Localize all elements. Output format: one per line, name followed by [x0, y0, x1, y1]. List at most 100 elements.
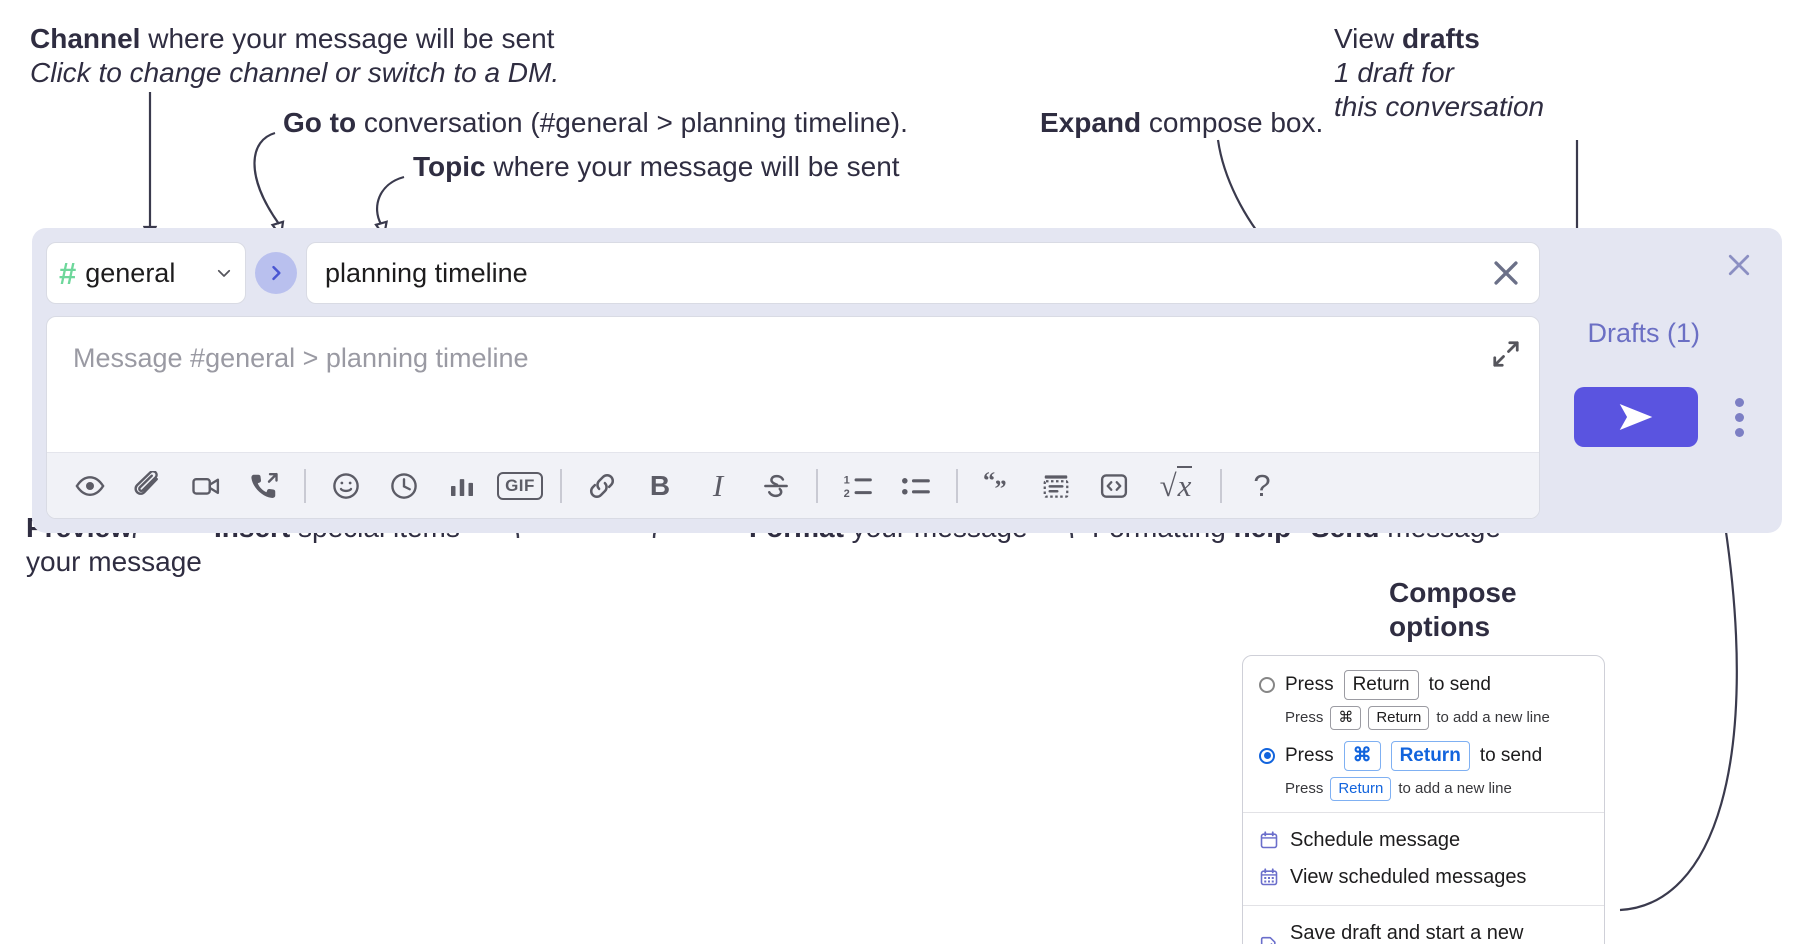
code-block-button[interactable] — [1034, 464, 1078, 508]
key-return-sub-2: Return — [1330, 776, 1392, 801]
key-return-2: Return — [1390, 740, 1470, 771]
record-audio-clip-button[interactable] — [242, 464, 286, 508]
schedule-message-label: Schedule message — [1290, 828, 1461, 851]
go-to-conversation-button[interactable] — [255, 252, 297, 294]
emoji-button[interactable] — [324, 464, 368, 508]
sub2-suffix: to add a new line — [1398, 780, 1512, 798]
sub-prefix: Press — [1285, 709, 1324, 727]
gif-icon: GIF — [497, 471, 543, 500]
schedule-message-item[interactable]: Schedule message — [1243, 822, 1604, 859]
bold-icon: B — [649, 469, 671, 501]
schedule-later-button[interactable] — [382, 464, 426, 508]
hash-icon: # — [59, 255, 77, 291]
view-scheduled-messages-label: View scheduled messages — [1290, 865, 1527, 888]
annotation-compose-bold2: options — [1389, 611, 1491, 643]
paperclip-icon — [134, 470, 158, 495]
channel-selector[interactable]: # general — [46, 242, 246, 304]
save-draft-label: Save draft and start a new message — [1290, 921, 1524, 944]
annotation-expand-bold: Expand — [1040, 107, 1142, 138]
option-press-return-to-send[interactable]: Press Return to send — [1243, 666, 1604, 704]
clear-topic-icon[interactable] — [1489, 256, 1523, 290]
option-prefix: Press — [1285, 673, 1334, 695]
record-video-clip-button[interactable] — [184, 464, 228, 508]
annotation-topic-bold: Topic — [413, 151, 486, 182]
view-scheduled-messages-item[interactable]: View scheduled messages — [1243, 859, 1604, 896]
create-poll-button[interactable] — [440, 464, 484, 508]
annotation-drafts-italic2: this conversation — [1334, 91, 1545, 123]
document-check-icon — [1260, 936, 1276, 944]
message-input-area[interactable]: Message #general > planning timeline — [46, 316, 1540, 519]
preview-message-button[interactable] — [68, 464, 112, 508]
key-return: Return — [1343, 670, 1419, 700]
annotation-goto: Go to conversation (#general > planning … — [283, 106, 908, 140]
svg-text:1: 1 — [844, 474, 850, 486]
chevron-down-icon — [217, 269, 231, 277]
annotation-drafts-bold: drafts — [1401, 23, 1480, 54]
option-suffix: to send — [1428, 673, 1491, 695]
attach-file-button[interactable] — [126, 464, 170, 508]
expand-compose-button[interactable] — [1491, 339, 1521, 369]
message-placeholder: Message #general > planning timeline — [73, 343, 529, 373]
radio-return[interactable] — [1259, 676, 1275, 693]
annotation-compose-bold1: Compose — [1389, 577, 1517, 608]
inline-code-button[interactable] — [1092, 464, 1136, 508]
send-message-button[interactable] — [1574, 387, 1698, 447]
compose-inner: # general planning timeline — [46, 242, 1540, 519]
strikethrough-button[interactable] — [754, 464, 798, 508]
eye-icon — [75, 475, 105, 496]
annotation-drafts-italic1: 1 draft for — [1334, 57, 1454, 89]
question-mark-icon: ? — [1253, 467, 1271, 503]
bold-button[interactable]: B — [638, 464, 682, 508]
strikethrough-icon — [764, 474, 788, 497]
link-icon — [589, 473, 615, 498]
ordered-list-button[interactable]: 1 2 — [836, 464, 880, 508]
annotation-goto-bold: Go to — [283, 107, 357, 138]
italic-button[interactable]: I — [696, 464, 740, 508]
radio-cmd-return[interactable] — [1259, 747, 1275, 764]
annotation-channel-italic: Click to change channel or switch to a D… — [30, 57, 560, 89]
quote-icon: “ ” — [983, 471, 1007, 501]
toolbar-divider-3 — [816, 468, 818, 503]
compose-options-button[interactable] — [1722, 390, 1756, 444]
clock-icon — [391, 472, 417, 499]
bulleted-list-button[interactable] — [894, 464, 938, 508]
gif-button[interactable]: GIF — [497, 464, 543, 508]
annotation-topic: Topic where your message will be sent — [413, 150, 900, 184]
more-options-vertical-icon — [1734, 397, 1744, 407]
annotation-channel: Channel where your message will be sent … — [30, 22, 559, 90]
option-cmd-return-subtext: Press Return to add a new line — [1243, 775, 1604, 803]
key-command-2: ⌘ — [1343, 740, 1381, 771]
blockquote-button[interactable]: “ ” — [976, 464, 1020, 508]
square-root-icon: √x — [1159, 465, 1193, 503]
toolbar-divider-4 — [956, 468, 958, 503]
video-camera-icon — [192, 477, 220, 495]
option-press-cmd-return-to-send[interactable]: Press ⌘ Return to send — [1243, 737, 1604, 775]
compose-panel: Drafts (1) # general — [32, 228, 1782, 533]
calendar-icon — [1260, 831, 1278, 849]
svg-text:”: ” — [995, 475, 1007, 501]
topic-input[interactable]: planning timeline — [306, 242, 1540, 304]
svg-text:2: 2 — [844, 487, 850, 499]
compose-options-menu: Press Return to send Press ⌘ Return to a… — [1242, 655, 1605, 944]
insert-link-button[interactable] — [580, 464, 624, 508]
menu-divider-2 — [1243, 904, 1604, 906]
toolbar-divider-5 — [1220, 468, 1222, 503]
close-panel-button[interactable] — [1724, 250, 1754, 280]
close-icon — [1728, 254, 1750, 276]
sub2-prefix: Press — [1285, 780, 1324, 798]
channel-name-label: general — [85, 257, 176, 288]
option2-suffix: to send — [1479, 744, 1543, 766]
phone-forward-icon — [251, 472, 278, 498]
drafts-link[interactable]: Drafts (1) — [1587, 318, 1700, 348]
code-block-icon — [1043, 474, 1069, 498]
toolbar-divider-1 — [304, 468, 306, 503]
formatting-help-button[interactable]: ? — [1240, 464, 1284, 508]
key-command: ⌘ — [1330, 705, 1362, 730]
send-paper-plane-icon — [1619, 404, 1653, 430]
code-brackets-icon — [1100, 473, 1128, 498]
formatting-toolbar: GIF B I — [47, 452, 1539, 518]
italic-icon: I — [712, 467, 724, 503]
save-draft-item[interactable]: Save draft and start a new message — [1243, 915, 1604, 944]
math-button[interactable]: √x — [1150, 464, 1202, 508]
